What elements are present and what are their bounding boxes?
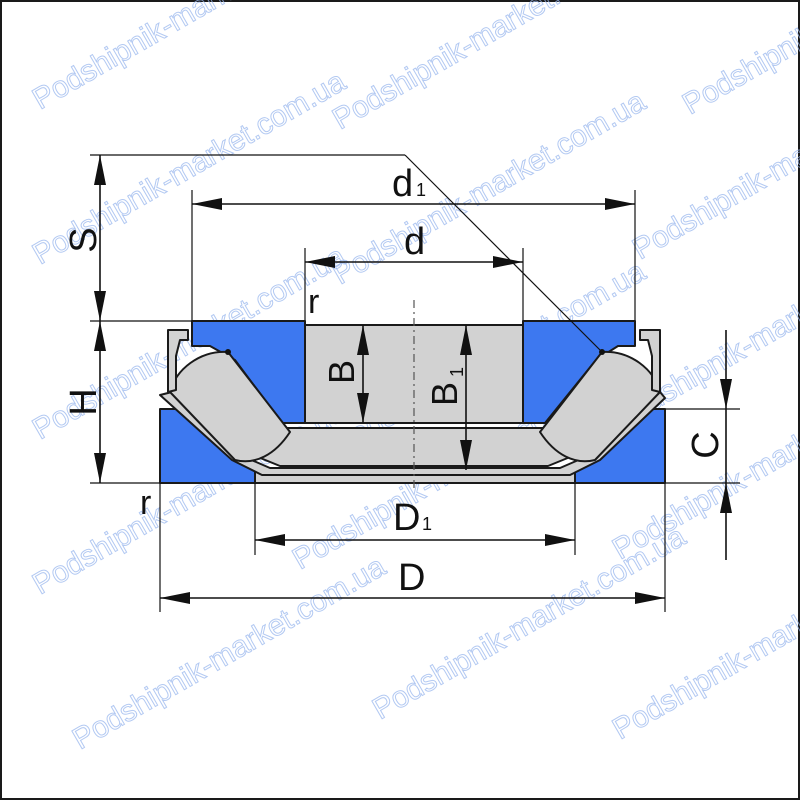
label-B1-sub: 1: [447, 367, 467, 377]
cage-ear-right: [639, 329, 661, 393]
label-D1: D: [393, 497, 420, 539]
label-d1-sub: 1: [416, 180, 426, 200]
watermark-text: Podshipnik-market.com.ua: [367, 520, 691, 726]
label-B1: B: [424, 382, 465, 406]
label-D1-sub: 1: [422, 514, 432, 534]
label-d: d: [404, 221, 425, 263]
label-H: H: [63, 388, 105, 415]
label-r-top: r: [308, 283, 319, 321]
label-r-bottom: r: [140, 484, 151, 522]
label-B: B: [321, 360, 362, 384]
roller-right: [539, 350, 661, 463]
roller-left: [169, 350, 291, 463]
dimension-labels: d 1 d S H r r B B 1 C D 1 D: [63, 163, 727, 599]
watermark-text: Podshipnik-market.com.ua: [677, 0, 800, 121]
label-D: D: [398, 557, 425, 599]
extension-lines: [90, 154, 740, 612]
cage-ear-left: [167, 329, 189, 393]
watermark-text: Podshipnik-market.com.ua: [67, 550, 391, 756]
dimension-lines: [94, 155, 732, 604]
bearing-section: [159, 320, 666, 484]
label-C: C: [685, 431, 727, 458]
roller-left-tip: [225, 349, 231, 355]
label-d1: d: [392, 163, 413, 205]
label-S: S: [63, 227, 105, 252]
